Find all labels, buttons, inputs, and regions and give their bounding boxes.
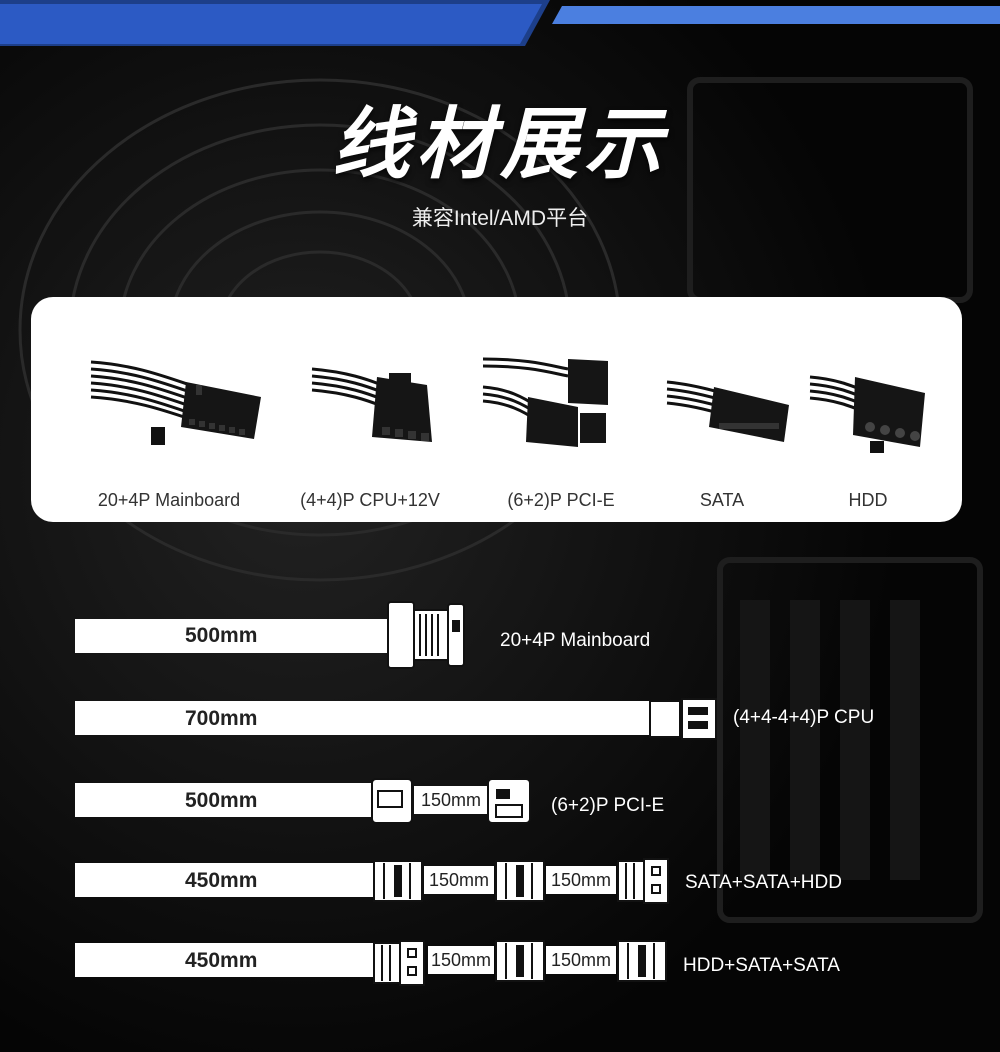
page-subtitle: 兼容Intel/AMD平台 bbox=[411, 207, 589, 230]
cable-name: (4+4-4+4)P CPU bbox=[733, 707, 875, 728]
connector-hdd: HDD bbox=[775, 297, 961, 522]
cable-row-hdd-sata-sata: 450mm 150mm 150mm HDD+SATA+SATA bbox=[0, 925, 1000, 995]
cable-length: 450mm bbox=[185, 869, 258, 892]
connector-label: (6+2)P PCI-E bbox=[507, 490, 615, 510]
sata-plug-icon bbox=[495, 940, 545, 982]
sata-icon bbox=[666, 380, 789, 442]
connector-mainboard: 20+4P Mainboard bbox=[76, 297, 262, 522]
connector-sata: SATA bbox=[629, 297, 815, 522]
cable-length: 500mm bbox=[185, 789, 258, 812]
segment-length: 150mm bbox=[430, 950, 492, 970]
cpu-plug-icon bbox=[649, 698, 717, 740]
connector-label: 20+4P Mainboard bbox=[97, 490, 241, 510]
segment-length: 150mm bbox=[550, 950, 612, 970]
sata-plug-icon bbox=[373, 860, 423, 902]
cable-row-pcie: 500mm 150mm (6+2)P PCI-E bbox=[0, 765, 1000, 835]
connector-label: (4+4)P CPU+12V bbox=[300, 490, 440, 510]
segment-bar bbox=[546, 946, 616, 974]
mainboard-plug-icon bbox=[387, 601, 465, 669]
cable-bar bbox=[75, 863, 373, 897]
cable-length: 500mm bbox=[185, 624, 258, 647]
mainboard-24pin-icon bbox=[90, 360, 261, 445]
segment-bar bbox=[414, 786, 488, 814]
cable-length: 700mm bbox=[185, 707, 258, 730]
sata-plug-icon bbox=[495, 860, 545, 902]
cable-bar bbox=[75, 943, 373, 977]
cable-name: SATA+SATA+HDD bbox=[685, 872, 842, 893]
segment-bar bbox=[428, 946, 494, 974]
cable-name: 20+4P Mainboard bbox=[500, 630, 651, 651]
page-title: 线材展示 bbox=[331, 100, 668, 190]
cable-bar bbox=[75, 701, 650, 735]
pcie-plug-icon bbox=[371, 778, 413, 824]
segment-length: 150mm bbox=[428, 870, 490, 890]
pcie-plug-icon bbox=[487, 778, 531, 824]
connector-cpu: (4+4)P CPU+12V bbox=[277, 297, 463, 522]
cable-row-mainboard: 500mm 20+4P Mainboard bbox=[0, 600, 1000, 670]
hdd-plug-icon bbox=[617, 858, 669, 904]
cable-bar bbox=[75, 783, 375, 817]
top-banner bbox=[0, 0, 1000, 46]
cpu-8pin-icon bbox=[311, 367, 432, 442]
cable-row-sata-sata-hdd: 450mm 150mm 150mm SATA+SATA+HDD bbox=[0, 845, 1000, 915]
connector-showcase-panel: 20+4P Mainboard (4+4)P CPU+12V bbox=[31, 297, 962, 522]
connector-pcie: (6+2)P PCI-E bbox=[468, 297, 654, 522]
hdd-molex-icon bbox=[809, 375, 925, 453]
cable-bar bbox=[75, 619, 390, 653]
segment-length: 150mm bbox=[420, 790, 482, 810]
cable-name: (6+2)P PCI-E bbox=[551, 795, 665, 816]
segment-bar bbox=[424, 866, 494, 894]
cable-name: HDD+SATA+SATA bbox=[683, 955, 840, 976]
connector-label: SATA bbox=[699, 490, 745, 510]
cable-row-cpu: 700mm (4+4-4+4)P CPU bbox=[0, 683, 1000, 753]
segment-length: 150mm bbox=[550, 870, 612, 890]
connector-label: HDD bbox=[848, 490, 888, 510]
pcie-8pin-icon bbox=[482, 357, 608, 447]
segment-bar bbox=[546, 866, 616, 894]
cable-length: 450mm bbox=[185, 949, 258, 972]
sata-plug-icon bbox=[617, 940, 667, 982]
hdd-plug-icon bbox=[373, 940, 425, 986]
